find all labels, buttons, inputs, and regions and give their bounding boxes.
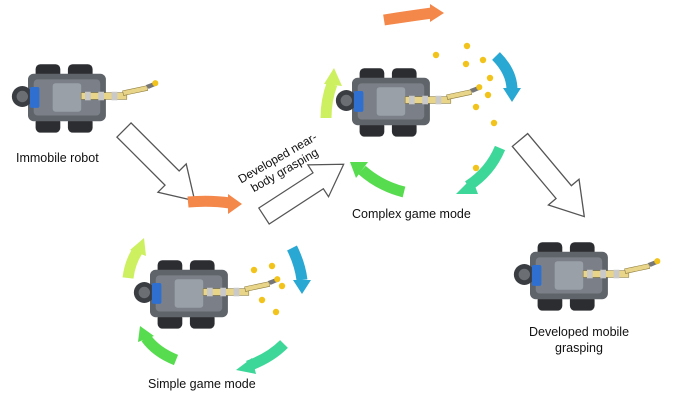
- label-developed-mobile-grasping: Developed mobile grasping: [518, 324, 640, 356]
- green-arrow-bottom: [358, 165, 406, 198]
- blue-arrow-right: [492, 52, 518, 91]
- robot-mobile: [513, 241, 661, 312]
- orange-arrow-top: [383, 7, 433, 26]
- label-mobile-line2: grasping: [555, 341, 603, 355]
- yellowgreen-arrow-simple: [122, 246, 143, 279]
- label-immobile-robot: Immobile robot: [16, 151, 99, 165]
- balls-complex: [432, 42, 498, 172]
- balls-simple: [250, 262, 286, 316]
- blue-arrow-simple: [287, 245, 308, 281]
- robot-simple-mode: [133, 259, 281, 330]
- complex-cycle-arrows: [320, 4, 521, 198]
- simple-cycle-arrows: [122, 238, 311, 374]
- arrow-complex-to-mobile: [504, 126, 601, 231]
- orange-arrow-middle: [187, 194, 242, 214]
- teal-arrow-simple: [246, 340, 288, 372]
- yellowgreen-arrow-left: [320, 82, 338, 119]
- robot-immobile: [11, 63, 159, 134]
- label-mobile-line1: Developed mobile: [528, 325, 630, 339]
- green-arrow-simple: [141, 334, 179, 366]
- label-complex-game-mode: Complex game mode: [352, 207, 471, 221]
- robot-complex-mode: [335, 67, 483, 138]
- label-simple-game-mode: Simple game mode: [148, 377, 256, 391]
